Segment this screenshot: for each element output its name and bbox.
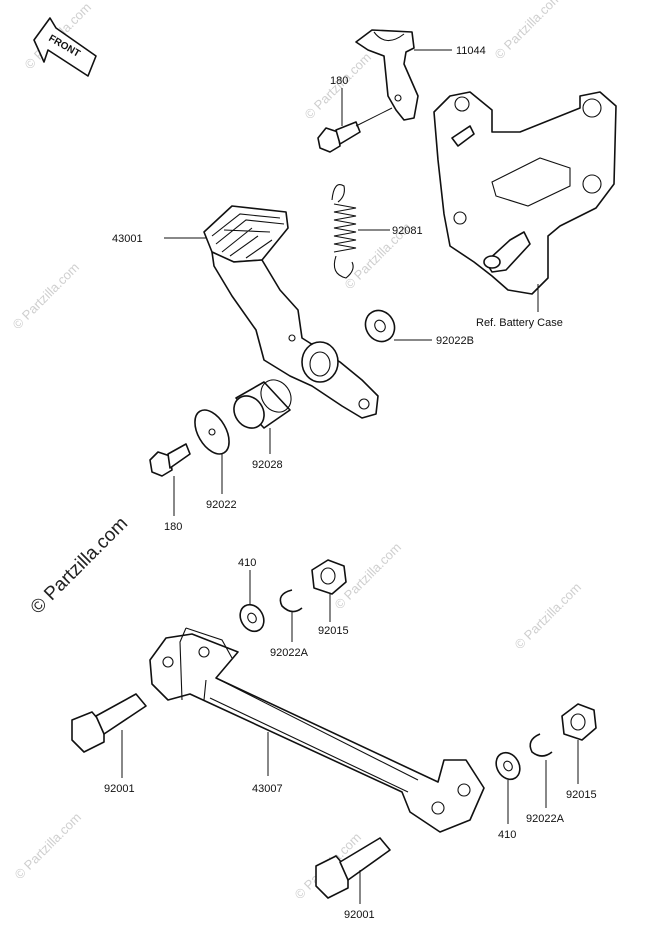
watermark-text: © Partzilla.com — [512, 580, 585, 653]
washer-92022B — [364, 309, 396, 343]
washer-410-bottom — [495, 751, 521, 781]
label-92015-top: 92015 — [318, 625, 349, 637]
washer-92022 — [194, 409, 230, 455]
label-43007: 43007 — [252, 783, 283, 795]
label-92028: 92028 — [252, 459, 283, 471]
label-410-bottom: 410 — [498, 829, 516, 841]
battery-case-ref — [433, 91, 617, 295]
label-180-bottom: 180 — [164, 521, 182, 533]
e-clip-92022A-top — [279, 589, 303, 613]
label-92022A-top: 92022A — [270, 647, 309, 659]
bolt-92001-bottom — [315, 837, 391, 899]
label-92022B: 92022B — [436, 335, 474, 347]
watermark-text: © Partzilla.com — [10, 260, 83, 333]
bolt-92001-left — [71, 693, 147, 753]
label-11044: 11044 — [456, 45, 486, 57]
e-clip-92022A-bottom — [529, 733, 553, 757]
watermark-text: © Partzilla.com — [492, 0, 565, 62]
watermark-main: © Partzilla.com — [27, 513, 132, 618]
washer-410-top — [239, 603, 265, 633]
label-92015-bottom: 92015 — [566, 789, 597, 801]
label-180-top: 180 — [330, 75, 348, 87]
nut-92015-bottom — [561, 703, 597, 741]
label-92081: 92081 — [392, 225, 423, 237]
label-92001-bottom: 92001 — [344, 909, 375, 921]
label-92022: 92022 — [206, 499, 237, 511]
watermark-text: © Partzilla.com — [12, 810, 85, 883]
label-92022A-bottom: 92022A — [526, 813, 565, 825]
label-410-top: 410 — [238, 557, 256, 569]
linkage-rod-43007 — [149, 627, 485, 833]
label-43001: 43001 — [112, 233, 143, 245]
leader-line — [355, 107, 393, 127]
nut-92015-top — [311, 559, 347, 595]
bolt-180-top — [317, 121, 361, 153]
bushing-92028 — [233, 379, 292, 429]
spring-92081 — [331, 184, 357, 279]
bracket-11044 — [355, 29, 419, 121]
label-92001-left: 92001 — [104, 783, 135, 795]
ref-battery-case-label: Ref. Battery Case — [476, 317, 563, 329]
bolt-180-bottom — [149, 443, 191, 477]
brake-pedal-43001 — [203, 205, 379, 419]
